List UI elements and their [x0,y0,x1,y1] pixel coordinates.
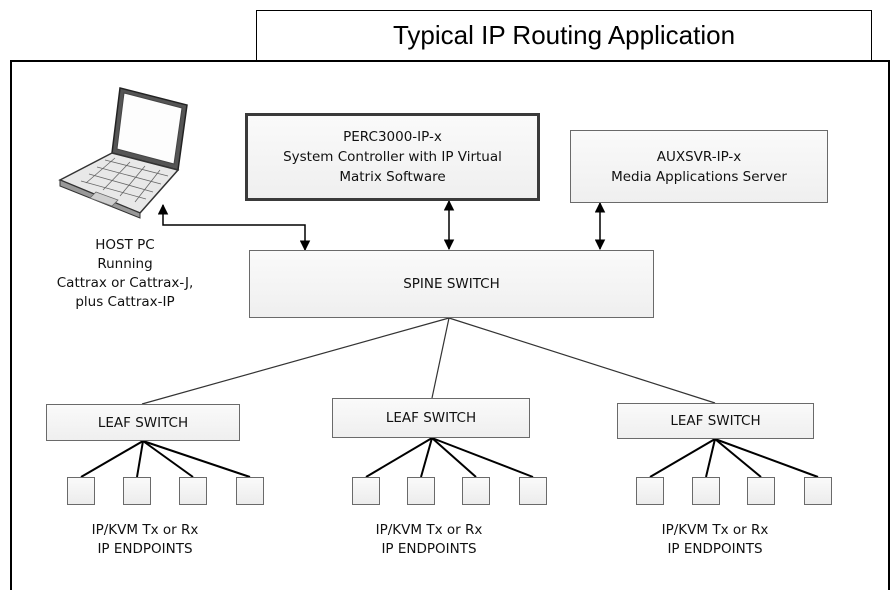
spine-switch-box: SPINE SWITCH [249,250,654,318]
spine-leaf-links [141,317,716,405]
endpoints-label-3: IP/KVM Tx or Rx IP ENDPOINTS [630,521,800,559]
host-line-2: Running [97,256,153,272]
controller-box: PERC3000-IP-x System Controller with IP … [245,113,540,201]
endpoint-box [519,477,547,505]
laptop-icon [58,87,188,219]
endpoint-box [179,477,207,505]
endpoint-box [692,477,720,505]
endpoint-box [352,477,380,505]
endpoints-label-1: IP/KVM Tx or Rx IP ENDPOINTS [60,521,230,559]
endpoints-2-line-1: IP/KVM Tx or Rx [375,522,483,538]
aux-line-2: Media Applications Server [611,168,787,185]
leaf-switch-3: LEAF SWITCH [617,403,814,439]
endpoints-label-2: IP/KVM Tx or Rx IP ENDPOINTS [344,521,514,559]
endpoint-box [747,477,775,505]
endpoint-box [236,477,264,505]
leaf-1-label: LEAF SWITCH [97,414,189,431]
endpoint-box [123,477,151,505]
endpoints-2-line-2: IP ENDPOINTS [381,541,477,557]
host-pc-label: HOST PC Running Cattrax or Cattrax-J, pl… [20,236,230,312]
connection-lines [58,87,819,478]
host-line-4: plus Cattrax-IP [75,294,175,310]
controller-line-2: System Controller with IP Virtual [283,149,502,165]
endpoints-1-line-1: IP/KVM Tx or Rx [91,522,199,538]
leaf-3-label: LEAF SWITCH [670,413,761,429]
controller-line-3: Matrix Software [339,169,446,185]
endpoint-box [407,477,435,505]
aux-server-box: AUXSVR-IP-x Media Applications Server [570,130,828,203]
host-line-3: Cattrax or Cattrax-J, [56,275,194,291]
endpoints-3-line-1: IP/KVM Tx or Rx [661,522,769,538]
spine-label: SPINE SWITCH [403,276,500,292]
controller-line-1: PERC3000-IP-x [343,129,442,145]
leaf-switch-2: LEAF SWITCH [332,398,530,438]
leaf-2-label: LEAF SWITCH [385,410,477,426]
endpoint-box [462,477,490,505]
host-line-1: HOST PC [95,237,155,253]
host-link [157,203,311,252]
endpoint-box [67,477,95,505]
endpoints-1-line-2: IP ENDPOINTS [97,541,193,557]
endpoint-box [804,477,832,505]
endpoint-box [636,477,664,505]
diagram-frame [10,60,890,590]
leaf-switch-1: LEAF SWITCH [46,404,240,441]
diagram-title: Typical IP Routing Application [256,10,872,60]
aux-line-1: AUXSVR-IP-x [656,148,742,165]
endpoints-3-line-2: IP ENDPOINTS [667,541,763,557]
leaf-endpoint-links [80,437,819,478]
